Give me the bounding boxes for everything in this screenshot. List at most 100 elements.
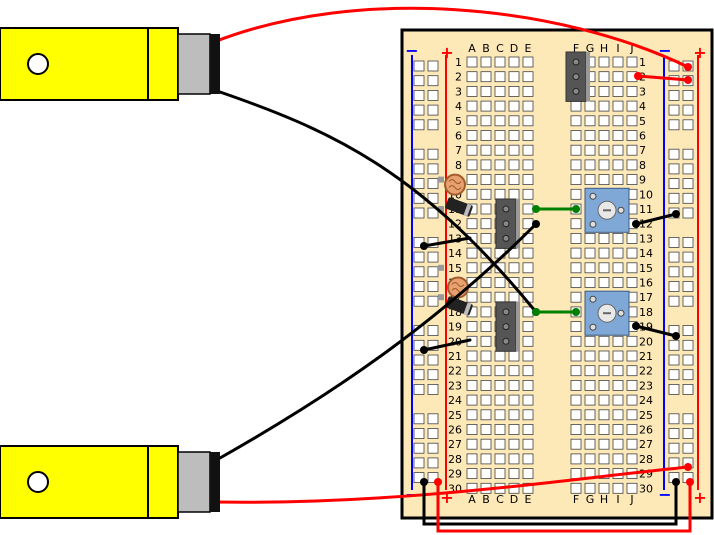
photoresistor-1-trace bbox=[448, 179, 462, 191]
component-lead bbox=[438, 264, 444, 271]
wire-end bbox=[672, 210, 680, 218]
row-number-right: 26 bbox=[639, 424, 653, 437]
rail-hole bbox=[668, 266, 680, 278]
bottom-motor-can bbox=[177, 451, 211, 513]
hole bbox=[480, 159, 492, 171]
transistor-1 bbox=[565, 51, 590, 102]
rail-hole bbox=[413, 354, 425, 366]
column-label: J bbox=[629, 493, 633, 506]
hole bbox=[480, 350, 492, 362]
hole bbox=[494, 159, 506, 171]
row-number-left: 19 bbox=[448, 321, 462, 334]
hole bbox=[494, 144, 506, 156]
row-number-left: 26 bbox=[448, 424, 462, 437]
hole bbox=[480, 365, 492, 377]
column-label: B bbox=[482, 493, 490, 506]
column-label: D bbox=[510, 42, 518, 55]
hole bbox=[570, 365, 582, 377]
hole bbox=[494, 277, 506, 288]
hole bbox=[508, 86, 520, 97]
hole bbox=[494, 424, 506, 435]
column-label: C bbox=[496, 42, 504, 55]
hole bbox=[584, 394, 596, 406]
rail-hole bbox=[413, 428, 425, 439]
row-number-right: 6 bbox=[639, 130, 646, 143]
hole bbox=[494, 174, 506, 186]
hole bbox=[480, 188, 492, 200]
hole bbox=[480, 144, 492, 156]
breadboard bbox=[400, 28, 714, 520]
rail-label-pos-top-right: + bbox=[693, 43, 706, 62]
hole bbox=[522, 247, 534, 259]
row-number-right: 13 bbox=[639, 232, 653, 245]
hole bbox=[494, 262, 506, 274]
hole bbox=[612, 379, 624, 391]
hole bbox=[522, 188, 534, 200]
hole bbox=[626, 174, 638, 186]
bottom-motor bbox=[0, 445, 220, 519]
hole bbox=[612, 56, 624, 68]
hole bbox=[508, 438, 520, 450]
transistor-2-pin bbox=[502, 234, 510, 242]
row-number-left: 21 bbox=[448, 350, 462, 363]
wire-end bbox=[632, 220, 640, 228]
hole bbox=[626, 130, 638, 141]
rail-hole bbox=[427, 192, 439, 204]
wire-end bbox=[420, 346, 428, 354]
rail-hole bbox=[682, 119, 694, 131]
hole bbox=[480, 394, 492, 406]
hole bbox=[494, 394, 506, 406]
transistor-3-pin bbox=[502, 308, 510, 316]
hole bbox=[522, 203, 534, 215]
rail-hole bbox=[413, 251, 425, 263]
hole bbox=[626, 482, 638, 494]
hole bbox=[494, 291, 506, 303]
hole bbox=[626, 365, 638, 377]
hole bbox=[570, 379, 582, 391]
hole bbox=[584, 424, 596, 435]
hole bbox=[570, 438, 582, 450]
rail-hole bbox=[413, 281, 425, 292]
hole bbox=[508, 453, 520, 465]
hole bbox=[466, 86, 478, 97]
wire-black-bottom-motor bbox=[218, 222, 538, 460]
transistor-1-pin bbox=[572, 58, 580, 66]
row-number-right: 3 bbox=[639, 85, 646, 98]
rail-hole bbox=[668, 236, 680, 248]
hole bbox=[584, 453, 596, 465]
hole bbox=[508, 115, 520, 127]
potentiometer-2-pin bbox=[589, 323, 597, 331]
hole bbox=[508, 291, 520, 303]
hole bbox=[508, 56, 520, 68]
hole bbox=[626, 100, 638, 112]
column-label: G bbox=[586, 493, 595, 506]
hole bbox=[508, 188, 520, 200]
transistor-2-pin bbox=[502, 205, 510, 213]
wire-red-top-motor bbox=[212, 6, 690, 69]
rail-hole bbox=[413, 60, 425, 72]
rail-hole bbox=[427, 266, 439, 278]
column-label: F bbox=[573, 42, 579, 55]
transistor-1-pin bbox=[572, 73, 580, 81]
row-number-right: 20 bbox=[639, 335, 653, 348]
hole bbox=[480, 453, 492, 465]
hole bbox=[480, 335, 492, 347]
column-label: D bbox=[510, 493, 518, 506]
column-label: H bbox=[600, 42, 608, 55]
hole bbox=[598, 453, 610, 465]
photoresistor-1-body bbox=[444, 173, 466, 196]
row-number-right: 22 bbox=[639, 365, 653, 378]
hole bbox=[598, 482, 610, 494]
rail-hole bbox=[682, 354, 694, 366]
hole bbox=[466, 468, 478, 480]
hole bbox=[494, 468, 506, 480]
hole bbox=[598, 159, 610, 171]
row-number-left: 1 bbox=[455, 56, 462, 69]
wire-black-pot2-rail bbox=[634, 324, 678, 338]
row-number-left: 25 bbox=[448, 409, 462, 422]
wire-end bbox=[672, 332, 680, 340]
rail-hole bbox=[413, 104, 425, 116]
hole bbox=[522, 409, 534, 421]
rail-hole bbox=[682, 442, 694, 454]
